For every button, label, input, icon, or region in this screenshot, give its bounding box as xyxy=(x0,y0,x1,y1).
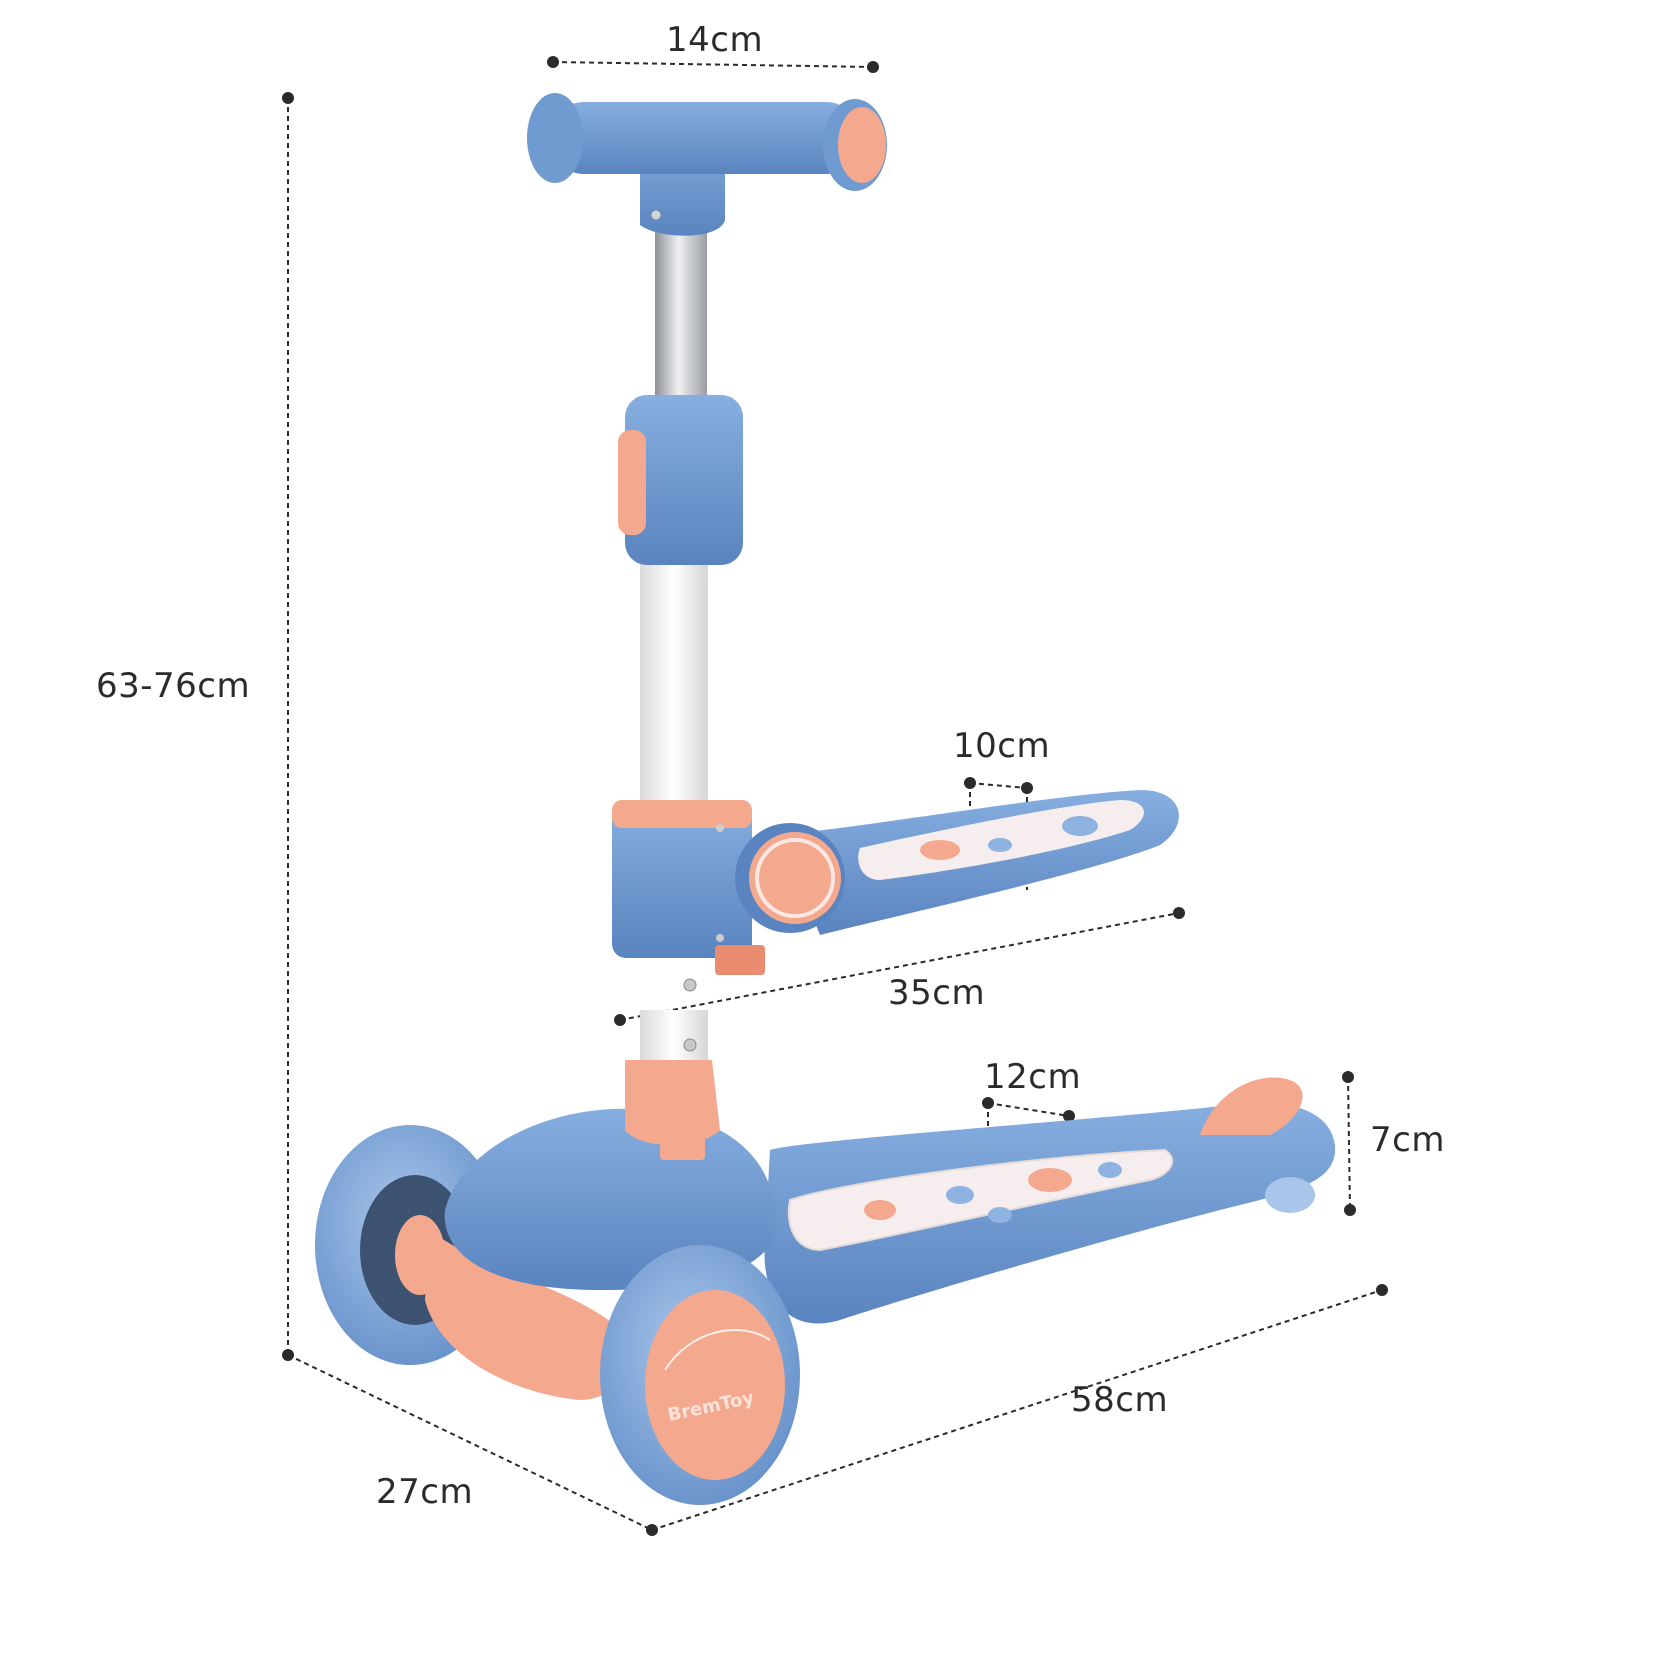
base-width-label: 27cm xyxy=(376,1472,474,1512)
rear-height-label: 7cm xyxy=(1370,1120,1445,1160)
dim-line-handlebar xyxy=(552,61,874,68)
dimension-endpoints xyxy=(282,56,1388,1536)
dim-line-rear-height xyxy=(1347,1076,1351,1211)
deck-width-label: 12cm xyxy=(984,1057,1082,1097)
scooter-stem xyxy=(625,228,720,1160)
front-wheel-right: BremToy xyxy=(600,1245,800,1505)
scooter-deck xyxy=(764,1077,1336,1324)
dim-line-seat-length xyxy=(619,912,1180,1021)
seat-assembly xyxy=(612,790,1179,975)
dim-line-seat-width xyxy=(969,782,1028,789)
handlebar xyxy=(527,93,887,236)
height-adjust-clamp xyxy=(618,395,743,565)
seat-length-label: 35cm xyxy=(888,973,986,1013)
dim-line-deck-width xyxy=(987,1102,1070,1117)
seat-width-label: 10cm xyxy=(953,726,1051,766)
handlebar-width-label: 14cm xyxy=(666,20,764,60)
dim-line-base-width xyxy=(287,1354,653,1531)
base-length-label: 58cm xyxy=(1071,1380,1169,1420)
dim-line-base-length xyxy=(651,1289,1383,1531)
total-height-label: 63-76cm xyxy=(96,666,251,706)
